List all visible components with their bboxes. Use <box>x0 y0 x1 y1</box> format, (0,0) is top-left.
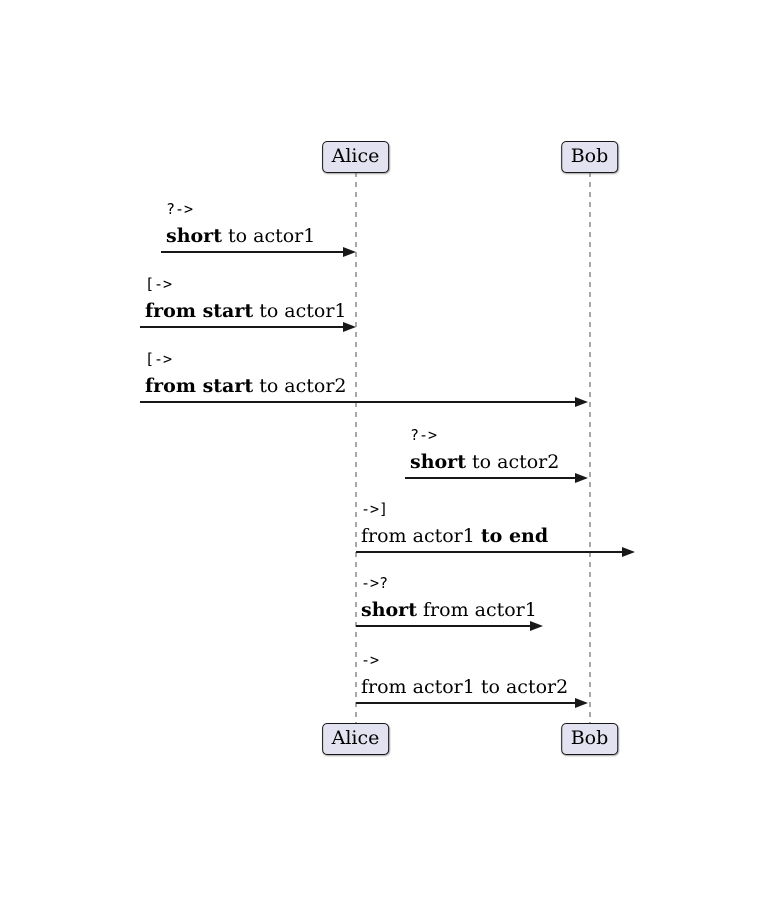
actor-box-alice-top: Alice <box>321 141 390 173</box>
message-style-label: -> <box>361 651 380 669</box>
message-label: -> from actor1 to actor2 <box>361 650 568 700</box>
arrowhead-icon <box>343 322 356 332</box>
message-text: from actor1 to end <box>361 525 549 547</box>
actor-box-bob-bottom: Bob <box>560 723 619 755</box>
message-text: short from actor1 <box>361 599 537 621</box>
message-arrow-line <box>356 625 539 627</box>
lifeline-alice <box>354 172 357 724</box>
message-arrow-line <box>405 477 584 479</box>
message-text: short to actor2 <box>410 451 560 473</box>
arrowhead-icon <box>575 698 588 708</box>
actor-box-alice-bottom: Alice <box>321 723 390 755</box>
message-style-label: ?-> <box>166 200 194 218</box>
actor-label: Bob <box>570 727 609 749</box>
message-label: [-> from start to actor2 <box>145 349 347 399</box>
message-label: [-> from start to actor1 <box>145 274 347 324</box>
message-style-label: [-> <box>145 350 173 368</box>
arrowhead-icon <box>575 473 588 483</box>
message-text: from start to actor1 <box>145 300 347 322</box>
message-arrow-line <box>356 702 584 704</box>
message-style-label: [-> <box>145 275 173 293</box>
message-label: ?-> short to actor1 <box>166 199 315 249</box>
message-text: from actor1 to actor2 <box>361 676 569 698</box>
message-style-label: ->? <box>361 574 389 592</box>
message-label: ->? short from actor1 <box>361 573 537 623</box>
message-label: ?-> short to actor2 <box>410 425 559 475</box>
actor-label: Alice <box>331 145 380 167</box>
message-label: ->] from actor1 to end <box>361 499 548 549</box>
message-arrow-line <box>161 251 352 253</box>
message-arrow-line <box>356 551 631 553</box>
message-arrow-line <box>140 401 584 403</box>
message-arrow-line <box>140 326 352 328</box>
message-text: from start to actor2 <box>145 375 347 397</box>
message-style-label: ?-> <box>410 426 438 444</box>
actor-label: Bob <box>570 145 609 167</box>
actor-box-bob-top: Bob <box>560 141 619 173</box>
arrowhead-icon <box>530 621 543 631</box>
actor-label: Alice <box>331 727 380 749</box>
arrowhead-icon <box>622 547 635 557</box>
arrowhead-icon <box>575 397 588 407</box>
message-text: short to actor1 <box>166 225 316 247</box>
message-style-label: ->] <box>361 500 389 518</box>
lifeline-bob <box>588 172 591 724</box>
arrowhead-icon <box>343 247 356 257</box>
